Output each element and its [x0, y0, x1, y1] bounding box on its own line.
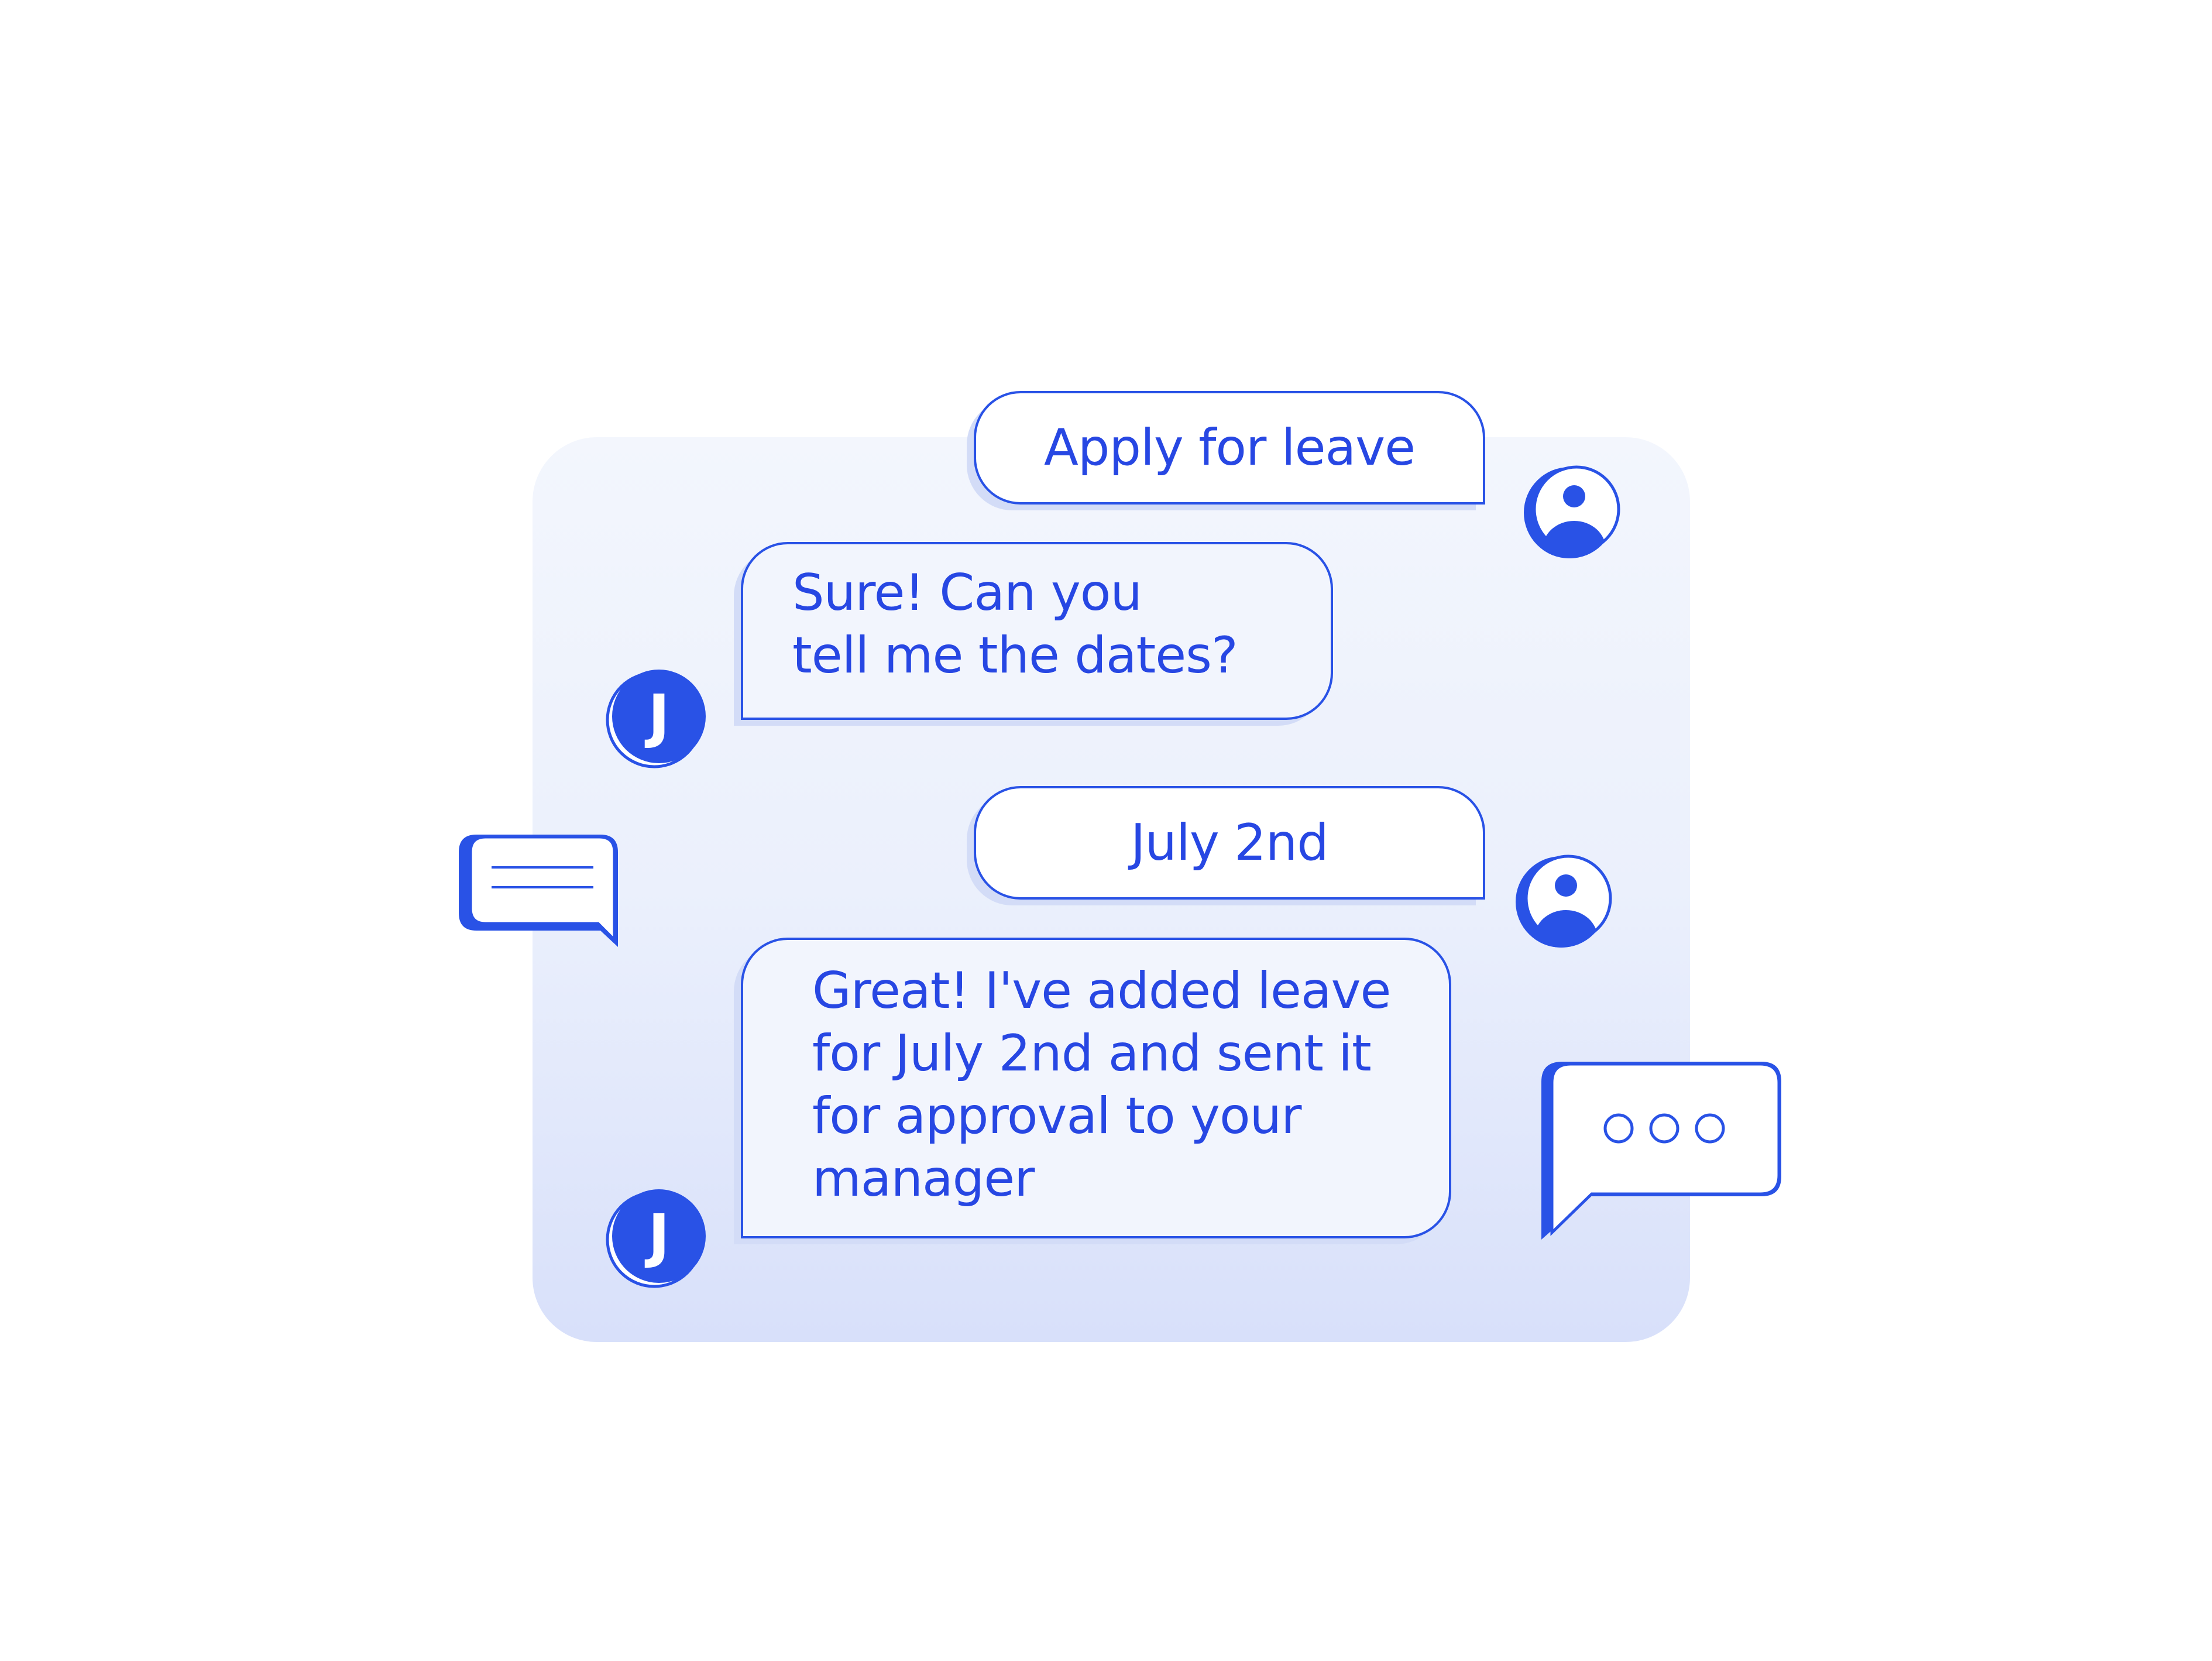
bot-avatar-letter: J	[644, 682, 669, 750]
message-lines-icon	[456, 832, 620, 949]
user-avatar-icon	[1518, 462, 1623, 562]
user-message-bubble: July 2nd	[974, 786, 1485, 900]
bot-message-text: Great! I've added leave for July 2nd and…	[812, 962, 1391, 1208]
bot-message-text: Sure! Can you tell me the dates?	[792, 564, 1238, 685]
bot-avatar-icon: J	[600, 1187, 712, 1289]
user-avatar-icon	[1510, 852, 1615, 951]
bot-message-bubble: Great! I've added leave for July 2nd and…	[741, 938, 1451, 1238]
user-message-text: Apply for leave	[1043, 418, 1416, 477]
typing-dots-icon	[1539, 1059, 1785, 1241]
bot-message-bubble: Sure! Can you tell me the dates?	[741, 542, 1333, 720]
bot-avatar-icon: J	[600, 667, 712, 770]
user-message-bubble: Apply for leave	[974, 391, 1485, 505]
user-message-text: July 2nd	[1131, 814, 1329, 872]
bot-avatar-letter: J	[644, 1202, 669, 1270]
